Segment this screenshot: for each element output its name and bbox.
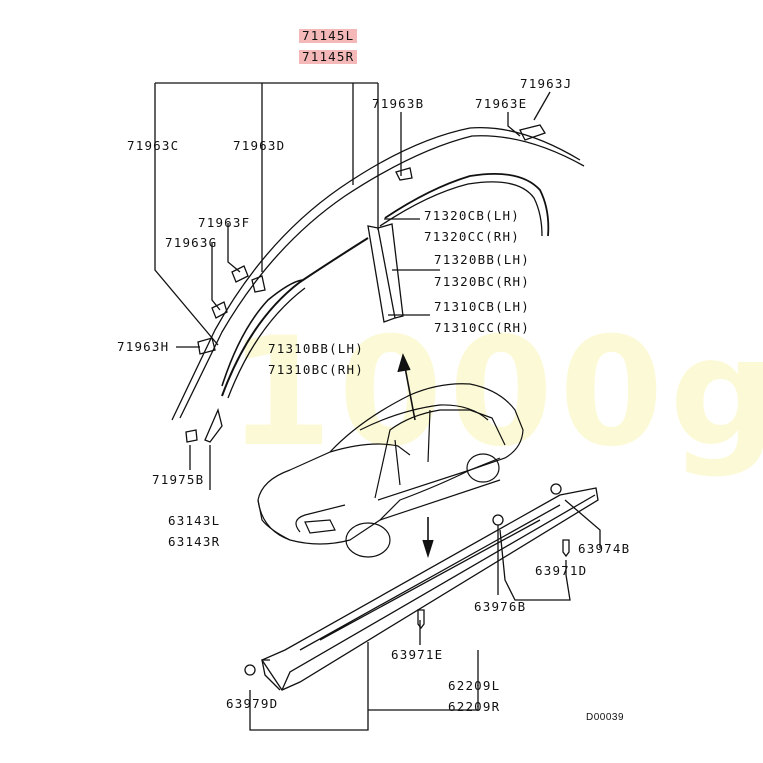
- clip-71963G: [211, 301, 228, 319]
- label-63143R: 63143R: [168, 534, 221, 549]
- label-71963H: 71963H: [117, 339, 170, 354]
- front-door-strip: [221, 279, 303, 387]
- label-62209L: 62209L: [448, 678, 501, 693]
- label-71963B: 71963B: [372, 96, 425, 111]
- label-62209R: 62209R: [448, 699, 501, 714]
- door-frame-upper-2: [379, 181, 543, 237]
- label-71310BC: 71310BC(RH): [268, 362, 364, 377]
- label-71320CB: 71320CB(LH): [424, 208, 520, 223]
- leader-71963J: [533, 91, 551, 121]
- label-71963C: 71963C: [127, 138, 180, 153]
- roof-molding-outer: [171, 126, 581, 421]
- label-71310CC: 71310CC(RH): [434, 320, 530, 335]
- label-71320BB: 71320BB(LH): [434, 252, 530, 267]
- clip-63979D: [244, 664, 256, 676]
- clip-63974B: [550, 483, 562, 495]
- label-63976B: 63976B: [474, 599, 527, 614]
- b-pillar-strip: [367, 225, 396, 323]
- clip-71963F: [231, 265, 249, 283]
- label-63979D: 63979D: [226, 696, 279, 711]
- label-71963F: 71963F: [198, 215, 251, 230]
- leader-63971D: [499, 529, 571, 601]
- part-number-71145L: 71145L: [299, 29, 358, 43]
- clip-71963D: [251, 275, 266, 293]
- diagram-code: D00039: [586, 712, 625, 723]
- clip-71963J: [519, 124, 546, 141]
- side-sill-garnish: [261, 487, 599, 691]
- label-71963J: 71963J: [520, 76, 573, 91]
- label-63971D: 63971D: [535, 563, 588, 578]
- clip-71975B: [185, 429, 198, 443]
- label-71320BC: 71320BC(RH): [434, 274, 530, 289]
- leader-71963G: [211, 242, 221, 311]
- front-pillar-strip: [221, 237, 369, 397]
- label-71963D: 71963D: [233, 138, 286, 153]
- part-number-71145R: 71145R: [299, 50, 358, 64]
- label-71310BB: 71310BB(LH): [268, 341, 364, 356]
- leader-71975B: [189, 445, 211, 490]
- screw-63971D: [562, 539, 570, 558]
- car-body: [257, 383, 524, 558]
- clip-71963B: [395, 167, 413, 181]
- label-63143L: 63143L: [168, 513, 221, 528]
- label-71320CC: 71320CC(RH): [424, 229, 520, 244]
- label-71975B: 71975B: [152, 472, 205, 487]
- screw-63971E: [417, 609, 425, 630]
- label-63974B: 63974B: [578, 541, 631, 556]
- front-pillar-strip-inner: [227, 287, 306, 399]
- clip-71963H: [197, 337, 216, 355]
- label-71963G: 71963G: [165, 235, 218, 250]
- label-71963E: 71963E: [475, 96, 528, 111]
- piece-63143: [204, 407, 223, 443]
- leader-62209: [249, 642, 479, 731]
- door-frame-upper: [384, 173, 550, 237]
- b-pillar-strip-2: [377, 223, 404, 319]
- label-63971E: 63971E: [391, 647, 444, 662]
- label-71310CB: 71310CB(LH): [434, 299, 530, 314]
- roof-molding-outer-2: [179, 135, 585, 419]
- leader-71963F: [227, 223, 241, 273]
- leader-63974B: [564, 499, 601, 548]
- clip-63976B: [492, 514, 504, 526]
- leader-71145-bracket: [154, 82, 379, 346]
